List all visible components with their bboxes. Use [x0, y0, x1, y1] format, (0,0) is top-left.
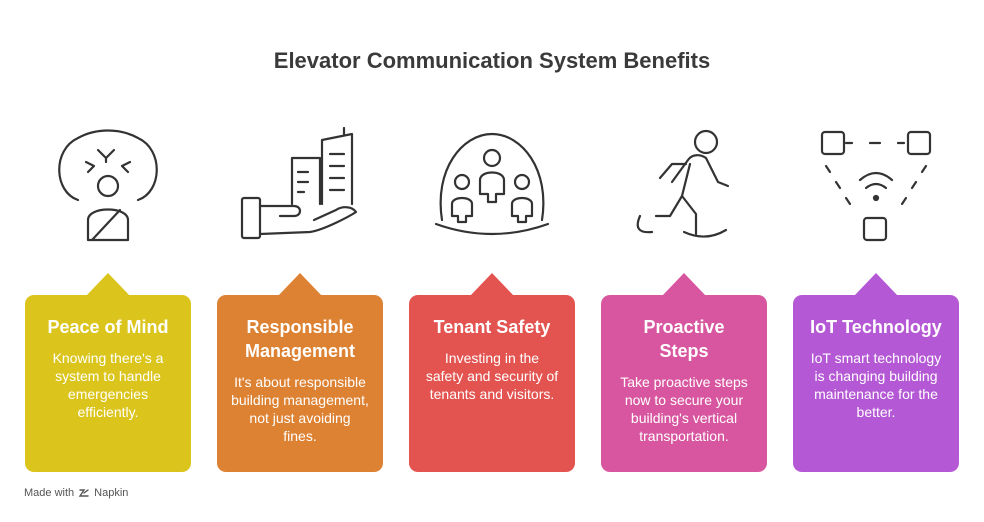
card-text: IoT smart technology is changing buildin…	[810, 350, 942, 420]
made-with-napkin-footer[interactable]: Made with Napkin	[24, 487, 128, 499]
card-text: Investing in the safety and security of …	[425, 350, 559, 402]
card-title: Peace of Mind	[47, 317, 169, 337]
thinking-person-icon	[48, 120, 168, 250]
card-responsible-management: Responsible Management It's about respon…	[217, 273, 383, 472]
card-title: IoT Technology	[810, 317, 942, 337]
walking-person-icon	[626, 120, 746, 250]
card-title: Responsible Management	[244, 317, 356, 361]
made-with-label: Made with	[24, 487, 75, 499]
card-peace-of-mind: Peace of Mind Knowing there's a system t…	[25, 273, 191, 472]
napkin-brand: Napkin	[94, 487, 129, 499]
hand-holding-building-icon	[240, 120, 360, 250]
card-text: Knowing there's a system to handle emerg…	[52, 350, 164, 420]
card-text: Take proactive steps now to secure your …	[620, 374, 748, 444]
napkin-logo-icon	[78, 489, 89, 497]
card-iot-technology: IoT Technology IoT smart technology is c…	[793, 273, 959, 472]
card-text: It's about responsible building manageme…	[231, 374, 369, 444]
iot-network-icon	[816, 120, 936, 250]
card-title: Tenant Safety	[433, 317, 551, 337]
group-in-dome-icon	[432, 120, 552, 250]
card-title: Proactive Steps	[643, 317, 725, 361]
card-tenant-safety: Tenant Safety Investing in the safety an…	[409, 273, 575, 472]
page-title: Elevator Communication System Benefits	[273, 48, 711, 73]
card-proactive-steps: Proactive Steps Take proactive steps now…	[601, 273, 767, 472]
